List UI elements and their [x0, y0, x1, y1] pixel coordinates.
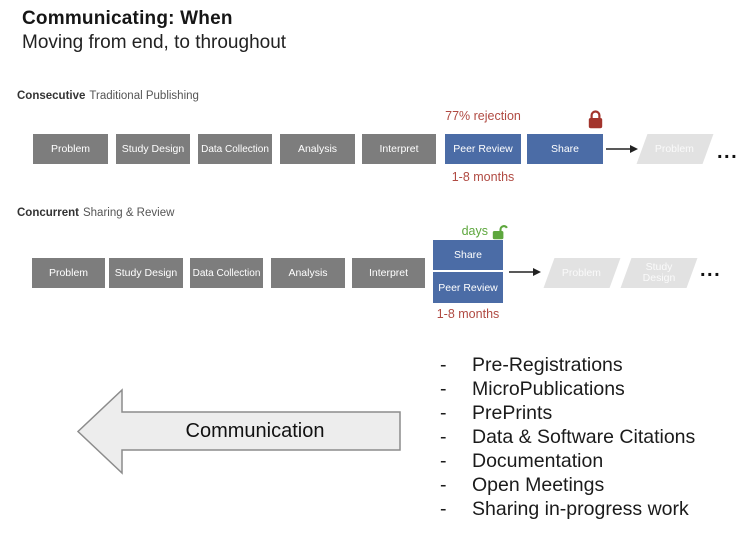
stage-peer-review: Peer Review [433, 272, 503, 303]
duration-note: 1-8 months [436, 307, 500, 321]
stage-data-collection: Data Collection [198, 134, 272, 164]
next-cycle-label: Problem [655, 142, 695, 155]
ellipsis: ... [700, 259, 722, 281]
stage-study-design: Study Design [116, 134, 190, 164]
list-item: - PrePrints [440, 401, 695, 425]
next-cycle-label: Problem [562, 266, 602, 279]
stage-data-collection: Data Collection [190, 258, 263, 288]
list-item: - MicroPublications [440, 377, 695, 401]
next-cycle-problem: Problem [636, 134, 714, 164]
stage-interpret: Interpret [352, 258, 425, 288]
list-item: - Data & Software Citations [440, 425, 695, 449]
list-item: - Open Meetings [440, 473, 695, 497]
bullet-label: Sharing in-progress work [472, 497, 689, 520]
flow-arrow-icon [509, 265, 541, 279]
duration-note: 1-8 months [451, 170, 515, 184]
bullet-dash: - [440, 473, 447, 496]
bullet-label: Open Meetings [472, 473, 605, 496]
page-subtitle: Moving from end, to throughout [22, 32, 287, 53]
stage-peer-review: Peer Review [445, 134, 521, 164]
stage-interpret: Interpret [362, 134, 436, 164]
flow-arrow-icon [606, 142, 638, 156]
bullet-label: Documentation [472, 449, 604, 472]
bullet-list: - Pre-Registrations - MicroPublications - P… [440, 353, 695, 521]
lock-icon [588, 110, 603, 129]
section-label-rest: Traditional Publishing [89, 90, 199, 102]
stage-problem: Problem [33, 134, 108, 164]
bullet-label: PrePrints [472, 401, 553, 424]
bullet-label: MicroPublications [472, 377, 625, 400]
communication-arrow-shape [70, 385, 410, 480]
bullet-label: Data & Software Citations [472, 425, 696, 448]
bullet-label: Pre-Registrations [472, 353, 623, 376]
next-cycle-label: Study Design [642, 261, 676, 284]
section-label-rest: Sharing & Review [82, 207, 175, 219]
stage-study-design: Study Design [109, 258, 183, 288]
bullet-dash: - [440, 497, 447, 520]
stage-analysis: Analysis [271, 258, 345, 288]
bullet-dash: - [440, 449, 447, 472]
list-item: - Sharing in-progress work [440, 497, 695, 521]
communication-arrow-label: Communication [185, 420, 325, 442]
list-item: - Pre-Registrations [440, 353, 695, 377]
section-label-bold: Consecutive [17, 90, 86, 102]
stage-analysis: Analysis [280, 134, 355, 164]
stage-share: Share [433, 240, 503, 270]
unlock-icon [492, 223, 510, 240]
bullet-dash: - [440, 377, 447, 400]
list-item: - Documentation [440, 449, 695, 473]
bullet-dash: - [440, 425, 447, 448]
bullet-dash: - [440, 401, 447, 424]
stage-problem: Problem [32, 258, 105, 288]
next-cycle-problem: Problem [543, 258, 621, 288]
page-title: Communicating: When [22, 8, 233, 29]
section-label-bold: Concurrent [17, 207, 79, 219]
ellipsis: ... [717, 141, 739, 163]
speed-note: days [461, 224, 488, 238]
next-cycle-study-design: Study Design [620, 258, 698, 288]
bullet-dash: - [440, 353, 447, 376]
rejection-note: 77% rejection [445, 109, 521, 123]
stage-share: Share [527, 134, 603, 164]
